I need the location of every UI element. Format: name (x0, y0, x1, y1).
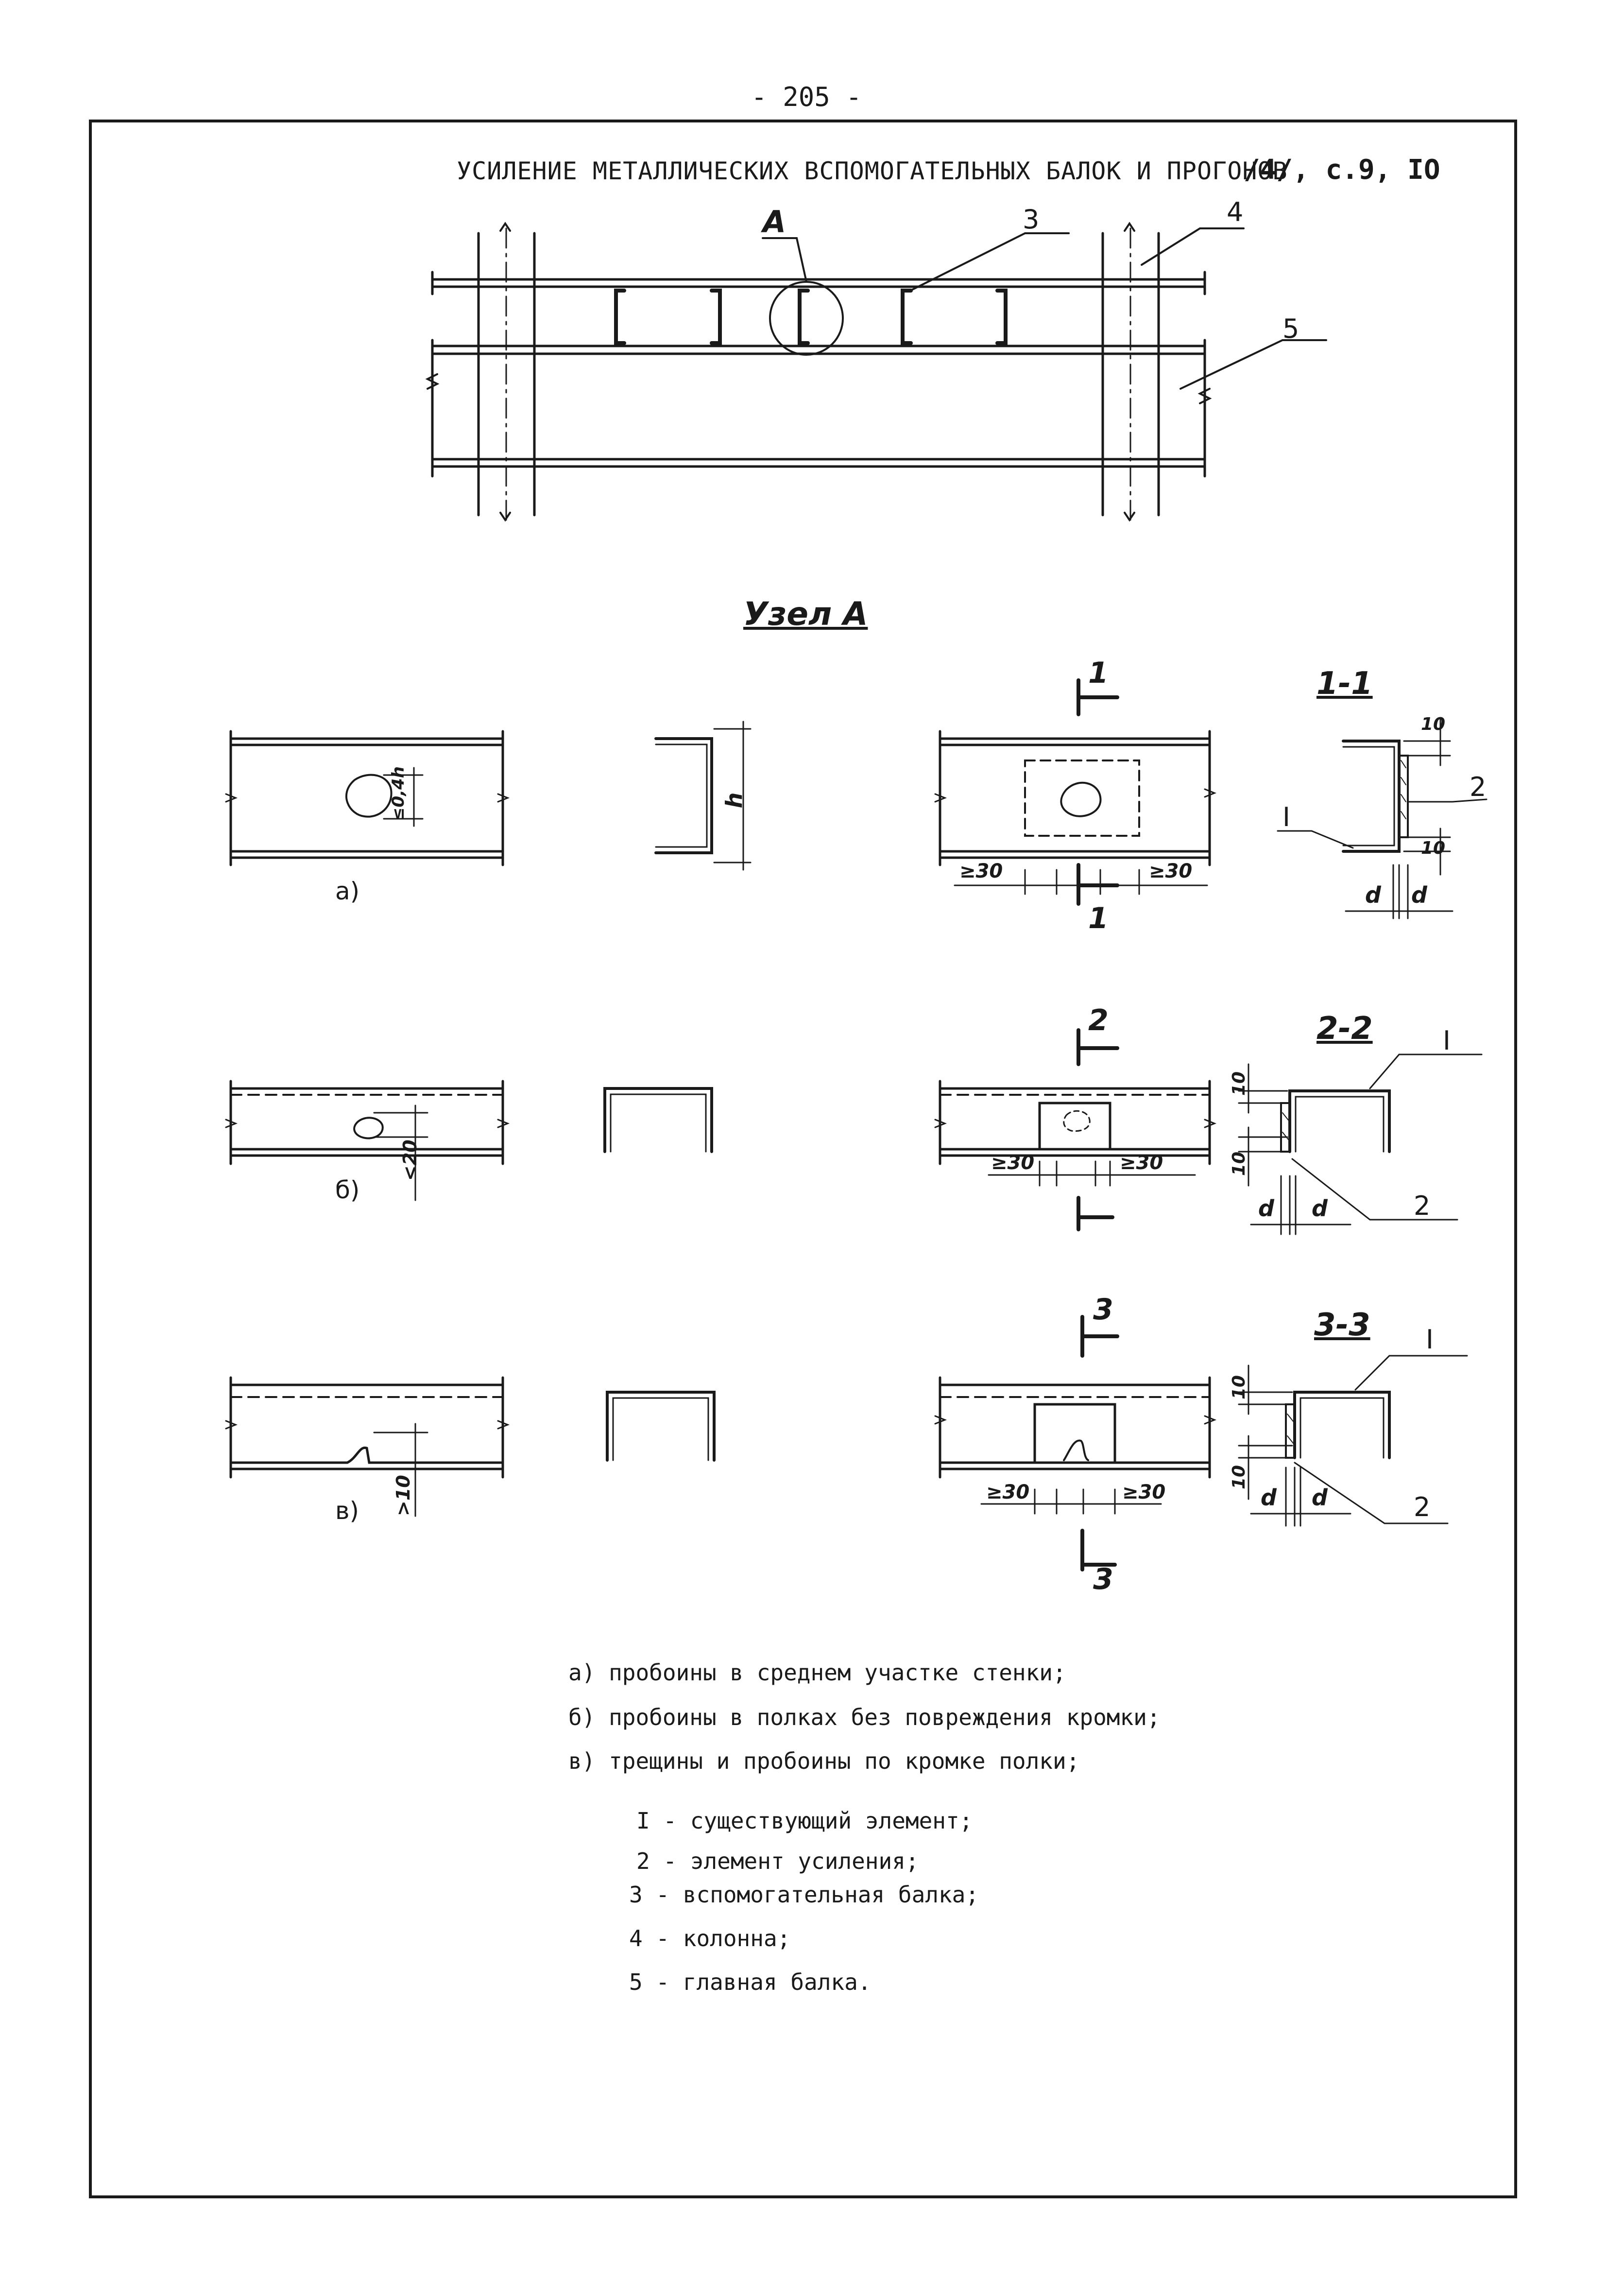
row-c-label-2: 2 (1414, 1492, 1431, 1522)
row-a-section-mark-top: 1 (1088, 656, 1109, 690)
row-a-label-I: I (1282, 802, 1290, 832)
row-b-label-I: I (1443, 1025, 1451, 1056)
row-b-drawings (225, 1028, 1483, 1235)
row-c-section-mark-bottom: 3 (1093, 1562, 1113, 1596)
row-b-hole-dim: <20 (399, 1139, 421, 1181)
purlin-channels (614, 289, 1008, 345)
row-c-dim-top: 10 (1229, 1375, 1249, 1399)
row-c-dim-left: ≥30 (986, 1481, 1030, 1503)
row-c-label-I: I (1426, 1324, 1434, 1355)
row-a-drawings (225, 678, 1487, 919)
plan-label-4: 4 (1227, 197, 1244, 227)
section-2-2-title: 2-2 (1316, 1011, 1373, 1047)
row-b-label-2: 2 (1414, 1191, 1431, 1221)
row-a-dim-bottom: 10 (1421, 838, 1446, 858)
row-a-dim-top: 10 (1421, 714, 1446, 734)
section-3-3-title: 3-3 (1314, 1307, 1370, 1343)
row-c-dim-right: ≥30 (1122, 1481, 1166, 1503)
row-a-section-mark-bottom: 1 (1088, 901, 1109, 935)
row-b-dim-bottom: 10 (1229, 1151, 1249, 1176)
row-a-caption: а) (335, 877, 360, 905)
row-a-dim-right: ≥30 (1149, 860, 1193, 882)
row-c-dim-d2: d (1312, 1485, 1328, 1511)
row-c-dim-bottom: 10 (1229, 1465, 1249, 1489)
row-a-h-dim: h (721, 792, 748, 809)
row-c-drawings (225, 1315, 1468, 1571)
plan-label-5: 5 (1282, 313, 1299, 344)
row-c-hole-dim: >10 (393, 1475, 414, 1516)
legend-item-c: в) трещины и пробоины по кромке полки; (568, 1748, 1080, 1774)
row-b-caption: б) (335, 1176, 360, 1204)
row-b-dim-d1: d (1258, 1195, 1274, 1222)
row-a-dim-left: ≥30 (959, 860, 1003, 882)
drawing-frame (89, 120, 1517, 2198)
row-c-dim-d1: d (1261, 1485, 1277, 1511)
row-a-label-2: 2 (1470, 772, 1487, 802)
legend-item-b: б) пробоины в полках без повреждения кро… (568, 1704, 1161, 1730)
row-b-dim-left: ≥30 (991, 1152, 1035, 1174)
legend-item-1: I - существующий элемент; (636, 1808, 973, 1834)
legend-item-3: 3 - вспомогательная балка; (629, 1882, 979, 1908)
row-a-dim-d1: d (1365, 882, 1381, 908)
row-b-section-mark-top: 2 (1088, 1003, 1109, 1037)
legend-item-5: 5 - главная балка. (629, 1969, 872, 1995)
row-b-dim-d2: d (1312, 1195, 1328, 1222)
row-b-dim-right: ≥30 (1120, 1152, 1163, 1174)
legend-item-4: 4 - колонна; (629, 1925, 791, 1951)
row-b-dim-top: 10 (1229, 1071, 1249, 1096)
plan-label-3: 3 (1023, 204, 1040, 235)
legend-item-2: 2 - элемент усиления; (636, 1848, 919, 1874)
legend-item-a: а) пробоины в среднем участке стенки; (568, 1659, 1066, 1686)
section-1-1-title: 1-1 (1316, 666, 1373, 702)
row-c-section-mark-top: 3 (1093, 1293, 1113, 1327)
row-a-dim-d2: d (1411, 882, 1427, 908)
document-title: УСИЛЕНИЕ МЕТАЛЛИЧЕСКИХ ВСПОМОГАТЕЛЬНЫХ Б… (457, 157, 1288, 185)
row-a-hole-dim: ≤0,4h (389, 766, 408, 821)
page-number: - 205 - (751, 82, 862, 112)
plan-view (425, 222, 1327, 522)
row-c-caption: в) (335, 1497, 359, 1525)
node-a-title: Узел А (743, 595, 868, 633)
document-reference: /4/, с.9, IO (1244, 154, 1440, 186)
plan-node-a-label: А (763, 204, 786, 240)
